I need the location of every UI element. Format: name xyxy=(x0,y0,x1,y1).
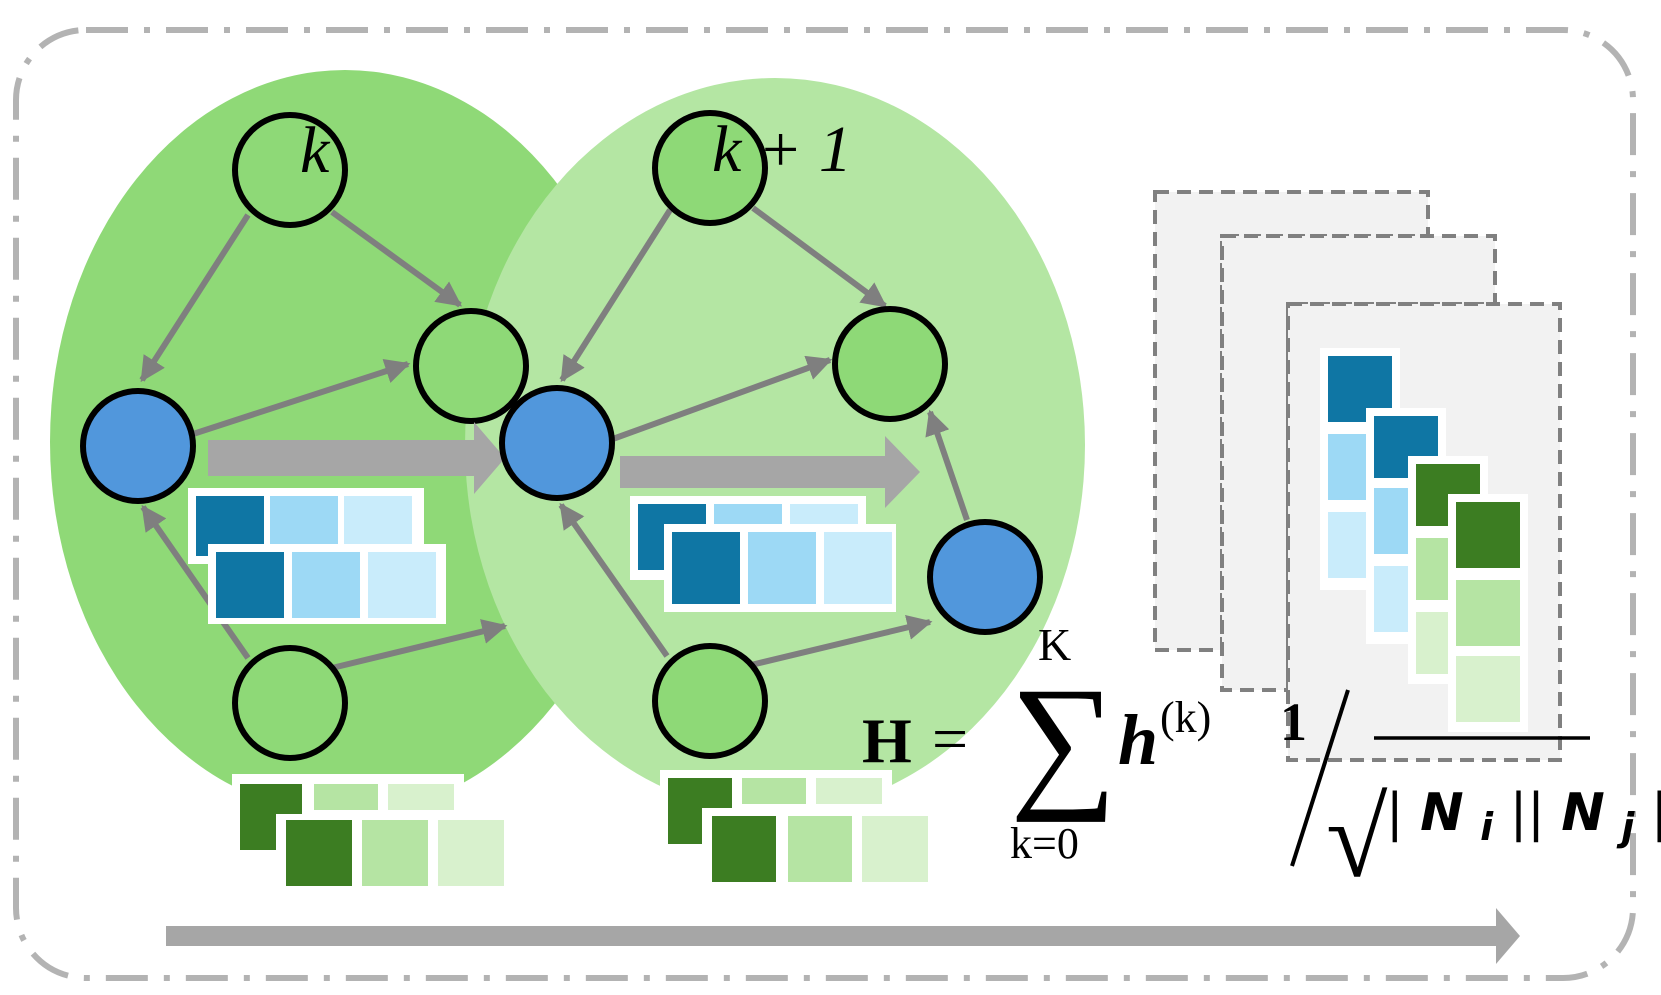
node-bottom xyxy=(232,645,348,761)
edge xyxy=(608,355,833,443)
formula-sum-symbol: ∑ xyxy=(1010,657,1117,823)
embedding-cell xyxy=(672,532,740,604)
node-bottom xyxy=(652,643,768,759)
den-sub1: i xyxy=(1480,805,1494,849)
layer-panels xyxy=(1153,190,1562,762)
embedding-cell xyxy=(362,820,428,886)
layer-k1-label: k + 1 xyxy=(712,113,852,186)
embedding-cell xyxy=(862,816,928,882)
aggregation-arrow-k1 xyxy=(620,436,920,508)
formula-denominator: | N i || N j | xyxy=(1386,783,1661,853)
embedding-cell xyxy=(712,816,776,882)
embedding-cell xyxy=(742,778,806,804)
den-abs-open: | xyxy=(1386,783,1404,843)
edge xyxy=(331,619,508,671)
edge xyxy=(140,504,251,660)
embedding-cell xyxy=(748,532,816,604)
embedding-cell xyxy=(824,532,892,604)
embedding-cell xyxy=(292,552,360,618)
green-embedding-stack-k xyxy=(232,774,504,890)
aggregation-arrow xyxy=(208,422,505,494)
formula-term-base: h xyxy=(1118,700,1158,780)
embedding-cell xyxy=(286,820,352,886)
formula-term-superscript: (k) xyxy=(1160,693,1211,742)
embedding-cell xyxy=(1456,502,1520,568)
edge xyxy=(139,213,251,383)
embedding-cell xyxy=(388,784,454,810)
progress-arrow xyxy=(166,908,1520,964)
embedding-cell xyxy=(438,820,504,886)
formula-upper-limit: K xyxy=(1038,619,1071,670)
formula-fraction-slash xyxy=(1290,689,1350,867)
node-target-blue xyxy=(80,388,196,504)
den-abs-mid: || xyxy=(1510,783,1545,843)
embedding-cell xyxy=(816,778,882,804)
blue-embedding-stack-k xyxy=(188,488,446,624)
layer-k-label: k xyxy=(300,114,331,187)
edge xyxy=(925,409,970,521)
embedding-cell xyxy=(1456,656,1520,722)
formula-numerator: 1 xyxy=(1280,692,1307,752)
edge xyxy=(750,615,933,668)
node-right xyxy=(832,306,948,422)
embedding-cell xyxy=(216,552,284,618)
den-abs-close: | xyxy=(1651,783,1661,843)
formula-equals: = xyxy=(932,703,968,774)
node-top xyxy=(232,112,348,228)
progress-arrow-head xyxy=(1496,908,1520,964)
green-embedding-stack-k1 xyxy=(660,770,930,886)
den-N1: N xyxy=(1420,783,1464,843)
formula-lower-limit: k=0 xyxy=(1010,819,1079,868)
panel-back xyxy=(1153,190,1430,652)
den-sub2: j xyxy=(1616,805,1635,849)
embedding-cell xyxy=(314,784,378,810)
edge xyxy=(330,209,463,308)
formula-radical-symbol: √ xyxy=(1326,777,1388,901)
outer-frame xyxy=(13,27,1636,981)
edge xyxy=(189,359,411,438)
aggregation-formula: H = K ∑ k=0 h (k) 1 √ | N i || N j | xyxy=(862,619,1661,901)
layer-k1-graph: k + 1 xyxy=(499,110,1043,759)
formula-lhs: H xyxy=(862,705,912,776)
embedding-cell xyxy=(368,552,436,618)
node-right-partial xyxy=(413,308,529,424)
embedding-cell xyxy=(1456,580,1520,646)
panel-middle xyxy=(1220,234,1497,692)
layer-k-graph: k xyxy=(80,112,529,761)
embedding-cell xyxy=(788,816,852,882)
node-neighbor-blue xyxy=(927,519,1043,635)
progress-arrow-shaft xyxy=(166,926,1506,946)
node-target-blue xyxy=(499,385,615,501)
node-top xyxy=(652,110,768,226)
edge xyxy=(751,205,888,309)
den-N2: N xyxy=(1561,783,1605,843)
edge xyxy=(558,502,670,658)
edge xyxy=(559,208,673,383)
blue-embedding-stack-k1 xyxy=(630,496,896,612)
